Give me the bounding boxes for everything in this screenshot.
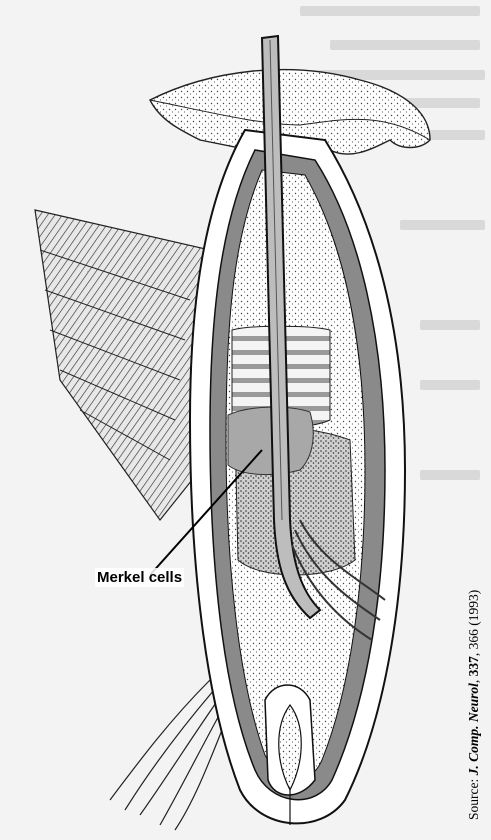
nerve-fibers [110,680,226,830]
merkel-cells-label: Merkel cells [95,568,184,587]
source-rest: , 366 (1993) [466,590,481,656]
source-caption: Source: J. Comp. Neurol, 337, 366 (1993) [466,590,482,820]
source-volume: 337 [466,656,481,676]
source-separator: , [466,676,481,683]
source-journal: J. Comp. Neurol [466,683,481,775]
source-prefix: Source: [466,775,481,820]
